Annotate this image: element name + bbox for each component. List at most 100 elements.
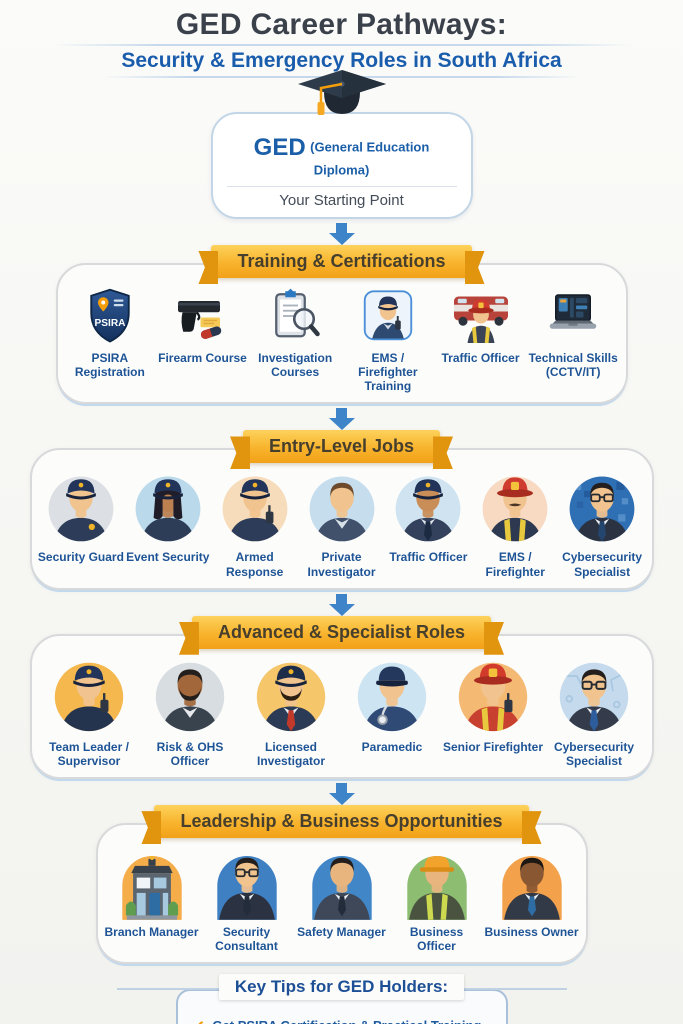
page-subtitle: Security & Emergency Roles in South Afri… xyxy=(121,49,562,72)
training-item-label: PSIRA Registration xyxy=(74,350,145,380)
down-arrow-icon xyxy=(328,593,356,616)
entry-job-item: Security Guard xyxy=(38,471,125,564)
ged-name-line: GED (General Education Diploma) xyxy=(227,134,457,180)
leadership-banner-row: Leadership & Business Opportunities xyxy=(0,805,683,839)
advanced-banner-row: Advanced & Specialist Roles xyxy=(0,615,683,649)
security-guard-avatar xyxy=(45,471,117,545)
leadership-item-label: Security Consultant xyxy=(215,925,278,954)
svg-text:PSIRA: PSIRA xyxy=(94,318,126,329)
paramedic-avatar xyxy=(354,657,430,735)
risk-ohs-officer-avatar xyxy=(152,657,228,735)
ged-tagline: Your Starting Point xyxy=(226,185,457,209)
tips-list: ✔ Get PSIRA Certification & Practical Tr… xyxy=(194,1013,490,1024)
entry-job-label: Private Investigator xyxy=(307,550,376,579)
traffic-officer-truck-icon xyxy=(451,286,511,346)
tip-item: ✔ Get PSIRA Certification & Practical Tr… xyxy=(194,1013,490,1024)
advanced-role-label: Risk & OHS Officer xyxy=(156,739,224,768)
graduation-cap-icon xyxy=(294,68,390,124)
entry-job-label: Security Guard xyxy=(37,550,124,565)
training-item: PSIRA PSIRA Registration xyxy=(63,286,156,379)
ged-acronym: GED xyxy=(253,134,306,161)
armed-response-avatar xyxy=(219,471,291,545)
entry-jobs-banner: Entry-Level Jobs xyxy=(242,430,441,464)
event-security-avatar xyxy=(132,471,204,545)
ems-firefighter-avatar xyxy=(479,471,551,545)
training-item: EMS / Firefighter Training xyxy=(342,286,435,393)
entry-job-item: Traffic Officer xyxy=(385,471,472,564)
training-item-label: Investigation Courses xyxy=(258,350,333,380)
psira-shield-icon: PSIRA xyxy=(80,286,140,346)
down-arrow-icon xyxy=(328,783,356,806)
leadership-item: Business Owner xyxy=(484,846,579,939)
cybersecurity-specialist-avatar xyxy=(556,657,632,735)
entry-job-label: Cybersecurity Specialist xyxy=(562,550,643,579)
leadership-item: Safety Manager xyxy=(294,846,389,939)
leadership-item-label: Business Officer xyxy=(409,925,464,954)
ged-start-node: GED (General Education Diploma) Your Sta… xyxy=(210,70,473,219)
entry-banner-row: Entry-Level Jobs xyxy=(0,430,683,464)
training-item: Firearm Course xyxy=(156,286,249,365)
leadership-item: Security Consultant xyxy=(199,846,294,953)
entry-jobs-panel: Security Guard Event Security Armed Resp… xyxy=(29,448,654,590)
entry-job-label: Traffic Officer xyxy=(389,550,468,565)
cybersecurity-avatar xyxy=(566,471,638,545)
advanced-role-label: Senior Firefighter xyxy=(442,739,543,754)
advanced-role-label: Paramedic xyxy=(361,739,423,754)
advanced-role-label: Licensed Investigator xyxy=(256,739,325,768)
advanced-role-item: Paramedic xyxy=(342,657,443,754)
page-title: GED Career Pathways: xyxy=(175,8,508,41)
tip-text: Get PSIRA Certification & Practical Trai… xyxy=(212,1018,481,1024)
down-arrow-icon xyxy=(328,408,356,431)
entry-job-item: Private Investigator xyxy=(298,471,385,579)
tips-header: Key Tips for GED Holders: xyxy=(116,974,567,1004)
traffic-officer-avatar xyxy=(392,471,464,545)
training-item-label: Firearm Course xyxy=(158,350,247,365)
advanced-role-item: Risk & OHS Officer xyxy=(140,657,241,768)
leadership-banner: Leadership & Business Opportunities xyxy=(154,805,529,839)
training-item-label: EMS / Firefighter Training xyxy=(358,350,418,394)
entry-job-label: Event Security xyxy=(126,550,210,565)
advanced-role-item: Licensed Investigator xyxy=(241,657,342,768)
entry-job-item: Event Security xyxy=(124,471,211,564)
entry-job-label: EMS / Firefighter xyxy=(485,550,545,579)
tips-title: Key Tips for GED Holders: xyxy=(218,974,465,1001)
private-investigator-avatar xyxy=(306,471,378,545)
safety-manager-avatar xyxy=(306,846,378,920)
entry-job-label: Armed Response xyxy=(225,550,284,579)
training-item-label: Technical Skills (CCTV/IT) xyxy=(528,350,618,380)
advanced-roles-panel: Team Leader / Supervisor Risk & OHS Offi… xyxy=(29,633,654,780)
ged-full-name: (General Education Diploma) xyxy=(310,139,430,177)
entry-job-item: Armed Response xyxy=(211,471,298,579)
leadership-item-label: Business Owner xyxy=(484,925,579,940)
advanced-role-item: Senior Firefighter xyxy=(443,657,544,754)
firearm-icon xyxy=(172,286,232,346)
investigation-magnifier-icon xyxy=(265,286,325,346)
title-divider xyxy=(51,44,632,46)
business-owner-avatar xyxy=(496,846,568,920)
advanced-roles-banner: Advanced & Specialist Roles xyxy=(191,615,492,649)
training-item-label: Traffic Officer xyxy=(441,350,520,365)
licensed-investigator-avatar xyxy=(253,657,329,735)
training-item: Investigation Courses xyxy=(249,286,342,379)
leadership-panel: Branch Manager Security Consultant Safet… xyxy=(95,823,588,965)
entry-job-item: EMS / Firefighter xyxy=(472,471,559,579)
business-officer-avatar xyxy=(401,846,473,920)
team-leader-avatar xyxy=(51,657,127,735)
leadership-item-label: Branch Manager xyxy=(104,925,199,940)
advanced-role-item: Cybersecurity Specialist xyxy=(544,657,645,768)
laptop-cctv-icon xyxy=(543,286,603,346)
training-item: Traffic Officer xyxy=(434,286,527,365)
security-consultant-avatar xyxy=(211,846,283,920)
training-panel: PSIRA PSIRA Registration Firearm Course … xyxy=(55,262,628,405)
leadership-item: Branch Manager xyxy=(104,846,199,939)
check-icon: ✔ xyxy=(194,1018,205,1024)
down-arrow-icon xyxy=(328,222,356,245)
branch-manager-building-icon xyxy=(116,846,188,920)
advanced-role-item: Team Leader / Supervisor xyxy=(39,657,140,768)
ems-training-icon xyxy=(358,286,418,346)
training-banner-row: Training & Certifications xyxy=(0,244,683,278)
entry-job-item: Cybersecurity Specialist xyxy=(559,471,646,579)
leadership-item: Business Officer xyxy=(389,846,484,953)
senior-firefighter-avatar xyxy=(455,657,531,735)
